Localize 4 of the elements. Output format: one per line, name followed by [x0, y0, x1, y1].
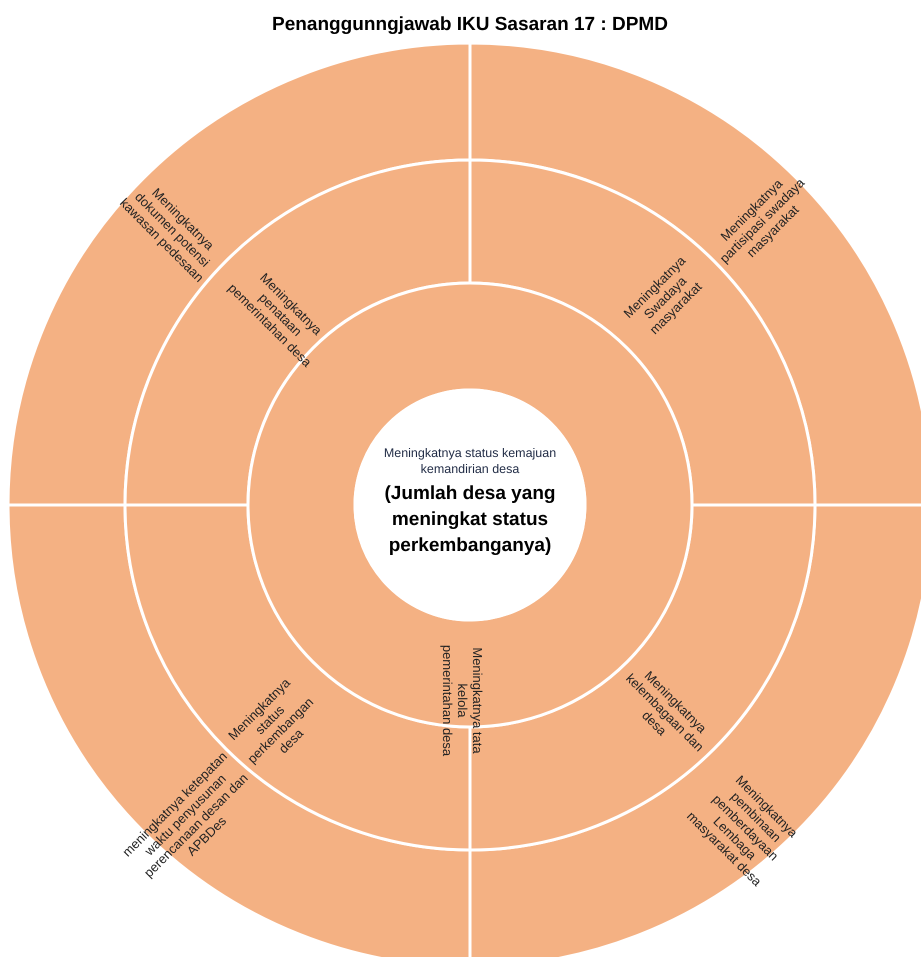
diagram-title: Penanggunngjawab IKU Sasaran 17 : DPMD	[271, 14, 669, 36]
segment-label: Meningkatnya tata kelola pemerintahan desa	[440, 644, 484, 758]
center-text: Meningkatnya status kemajuan kemandirian desa	[382, 445, 558, 477]
center-heading: (Jumlah desa yang meningkat status perkembanganya)	[383, 482, 557, 558]
